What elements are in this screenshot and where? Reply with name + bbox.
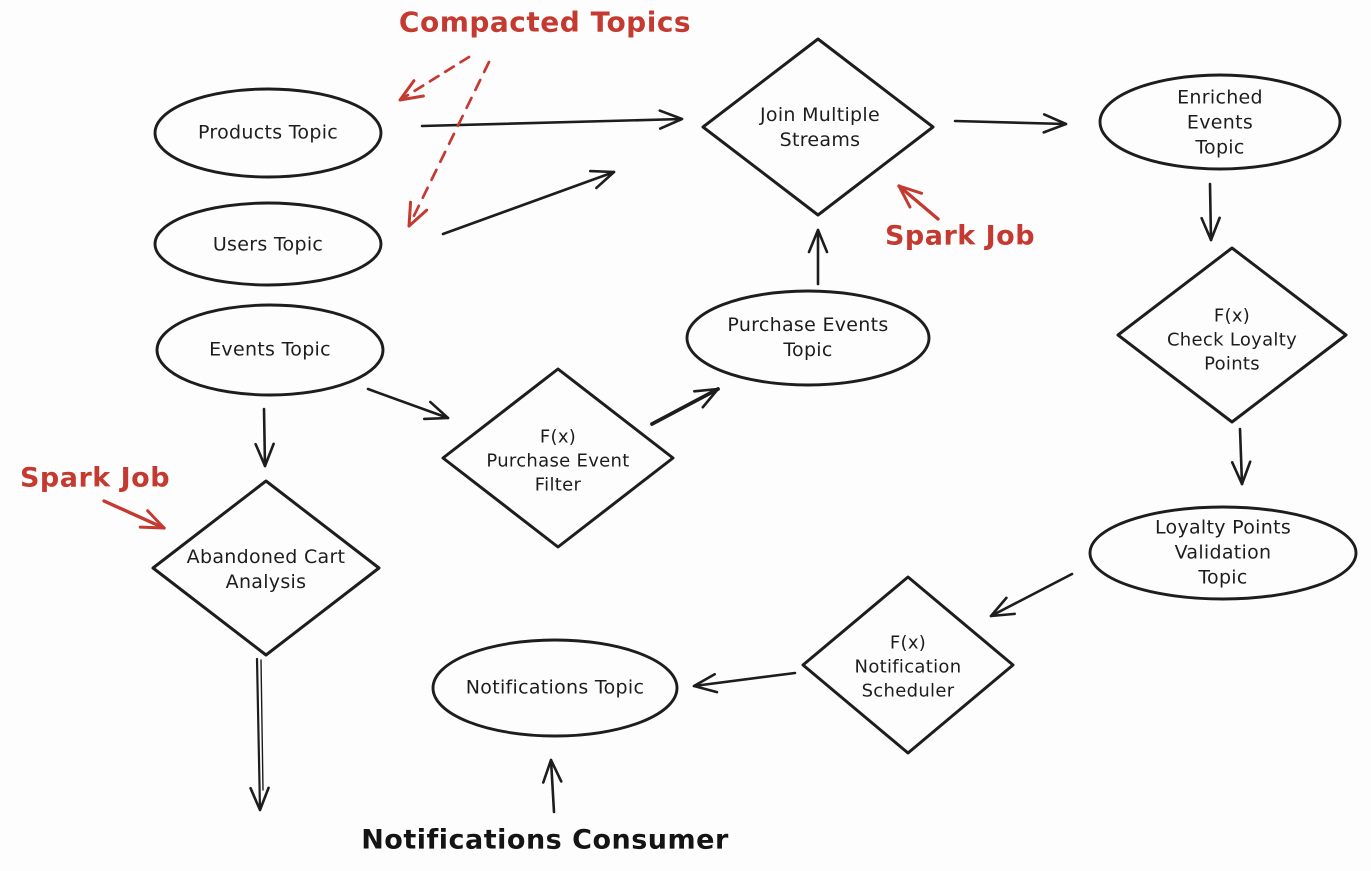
check-loyalty-points-label: F(x) Check Loyalty Points xyxy=(1166,305,1298,374)
arrow-enriched-to-checkloyalty xyxy=(1200,182,1221,242)
red-arrow-sparkjob-to-join xyxy=(897,184,940,221)
arrow-scheduler-to-notifications xyxy=(692,671,797,694)
purchase-events-topic-shape xyxy=(685,289,931,387)
arrow-filter-to-purchaseevents xyxy=(650,387,720,426)
abandoned-cart-analysis-shape xyxy=(151,479,381,657)
purchase-event-filter-shape xyxy=(441,367,675,549)
arrow-validation-to-scheduler xyxy=(989,572,1074,618)
join-multiple-streams-label: Join Multiple Streams xyxy=(760,103,880,151)
loyalty-points-validation-topic-shape xyxy=(1088,505,1358,601)
enriched-events-topic-label: Enriched Events Topic xyxy=(1177,86,1263,159)
arrow-events-to-abandonedcart xyxy=(254,407,275,468)
arrow-abandonedcart-downstream-doubleline xyxy=(260,659,264,791)
purchase-events-topic-label: Purchase Events Topic xyxy=(727,313,889,361)
notification-scheduler-shape xyxy=(801,575,1015,755)
users-topic-shape xyxy=(153,201,383,287)
events-topic-shape xyxy=(155,303,385,397)
events-topic-label: Events Topic xyxy=(209,338,331,361)
arrow-checkloyalty-to-validation xyxy=(1230,427,1252,486)
products-topic-shape xyxy=(153,87,383,179)
loyalty-points-validation-topic-label: Loyalty Points Validation Topic xyxy=(1154,516,1292,589)
arrow-products-to-join xyxy=(420,109,684,130)
spark-job-cart-annotation: Spark Job xyxy=(19,462,171,494)
dashed-arrow-compacted-to-users xyxy=(407,60,491,228)
arrow-users-to-join xyxy=(441,169,616,236)
notifications-consumer-annotation: Notifications Consumer xyxy=(361,824,729,856)
check-loyalty-points-shape xyxy=(1116,246,1348,424)
notifications-topic-label: Notifications Topic xyxy=(465,676,645,699)
abandoned-cart-analysis-label: Abandoned Cart Analysis xyxy=(186,545,346,593)
arrow-join-to-enriched xyxy=(953,113,1068,134)
arrow-abandonedcart-downstream xyxy=(249,657,270,812)
notification-scheduler-label: F(x) Notification Scheduler xyxy=(854,632,962,701)
arrow-events-to-filter xyxy=(366,387,450,421)
enriched-events-topic-shape xyxy=(1098,73,1342,171)
spark-job-join-annotation: Spark Job xyxy=(884,220,1036,252)
notifications-topic-shape xyxy=(431,638,679,738)
compacted-topics-annotation: Compacted Topics xyxy=(398,5,692,39)
products-topic-label: Products Topic xyxy=(197,121,339,144)
arrow-consumer-to-notifications xyxy=(541,758,563,814)
red-arrow-sparkjob-to-abandonedcart xyxy=(102,499,166,530)
join-multiple-streams-shape xyxy=(701,37,935,217)
users-topic-label: Users Topic xyxy=(212,233,324,256)
purchase-event-filter-label: F(x) Purchase Event Filter xyxy=(486,426,630,495)
dashed-arrow-compacted-to-products xyxy=(398,55,471,102)
